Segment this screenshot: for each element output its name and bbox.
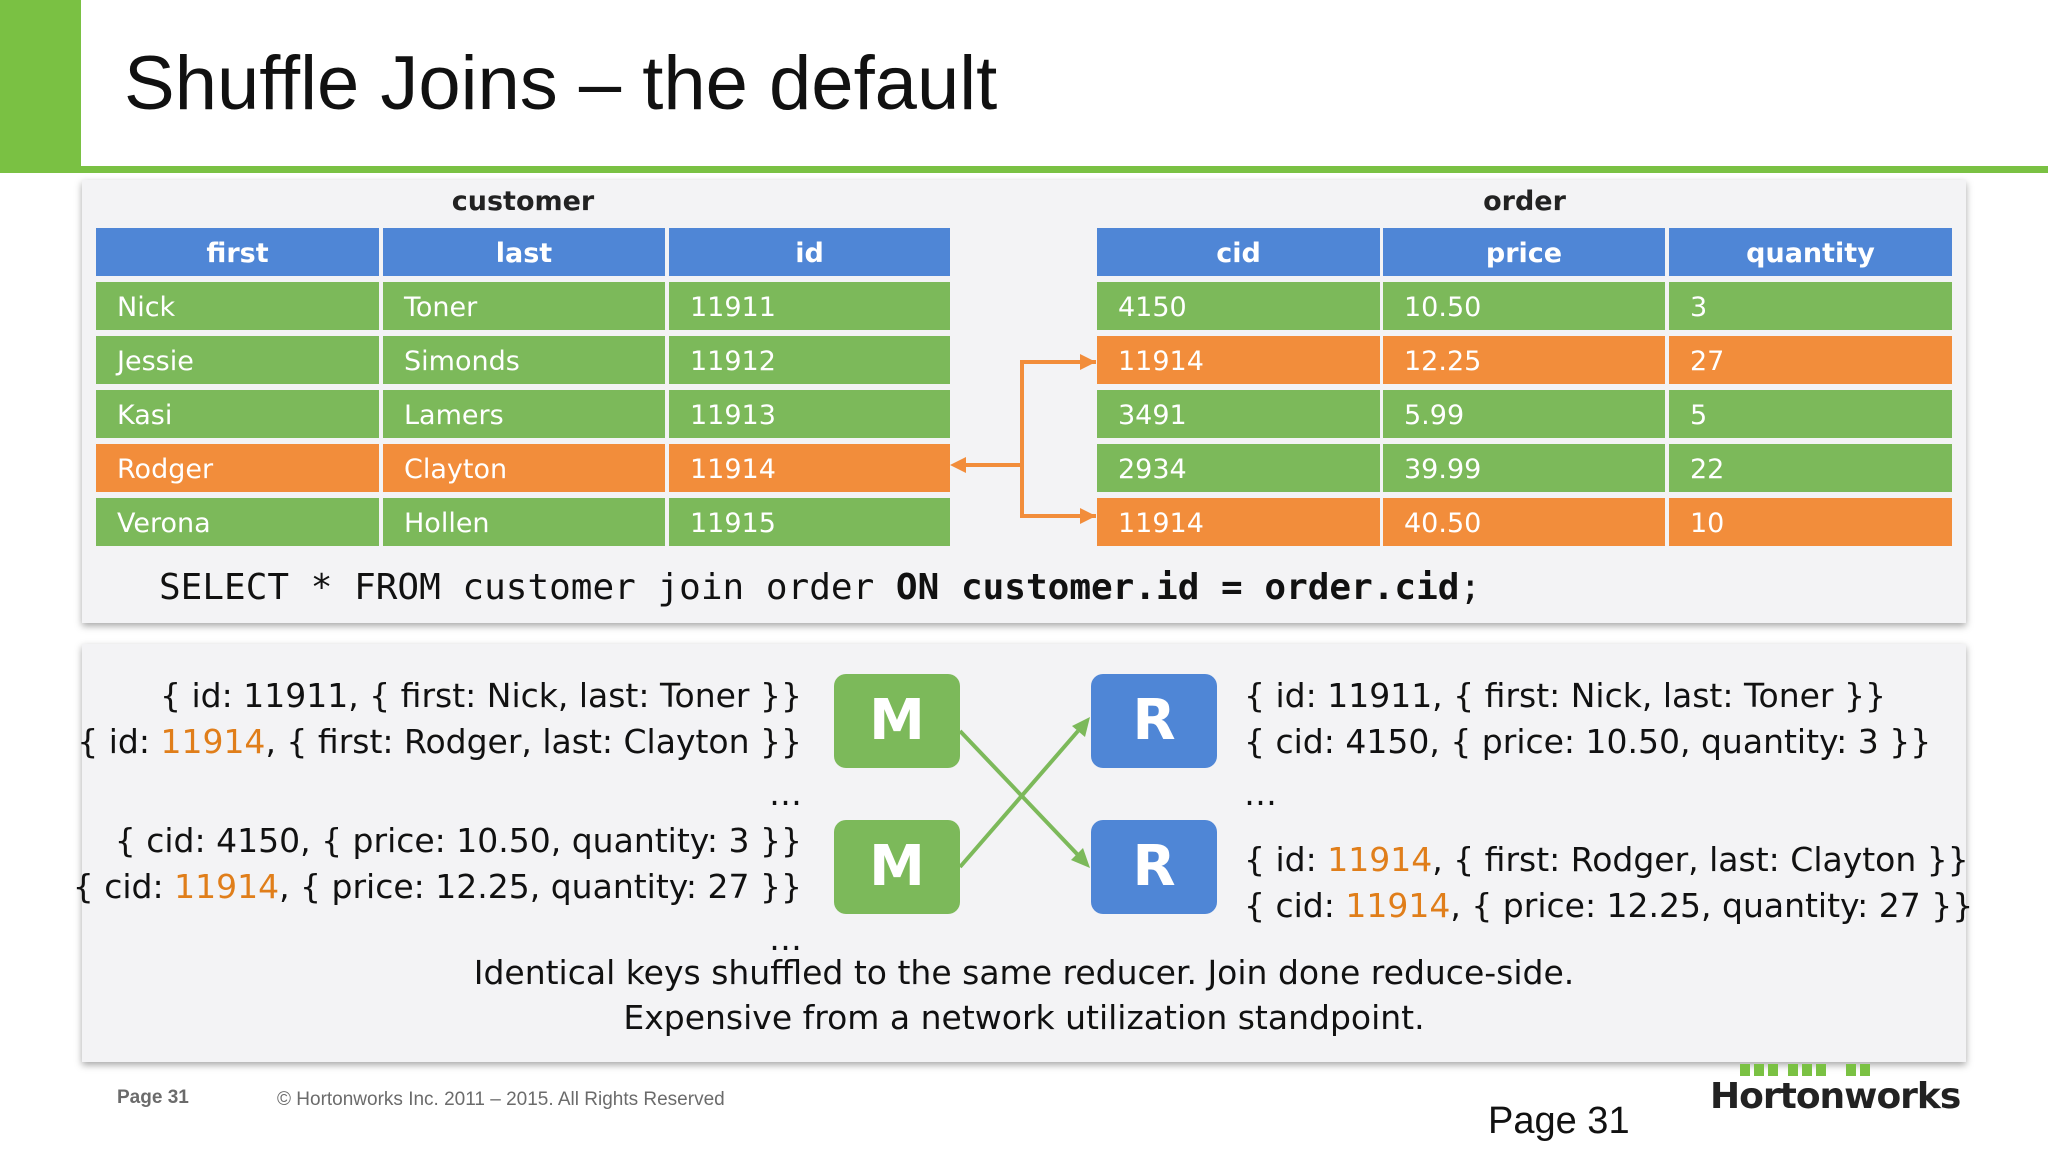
table-cell: 3 [1669,282,1952,330]
reducer-box: R [1091,820,1217,914]
record-text: { cid: [72,867,175,906]
column-header: id [669,228,950,276]
record-text: , { first: Rodger, last: Clayton }} [265,722,802,761]
table-cell: 11915 [669,498,950,546]
table-cell: 11914 [1097,336,1380,384]
sql-join-condition: customer.id = order.cid [939,567,1460,608]
reducer-record: { id: 11914, { first: Rodger, last: Clay… [1244,837,1969,883]
column-header: cid [1097,228,1380,276]
mapper-record: { id: 11911, { first: Nick, last: Toner … [160,676,802,715]
arrow-head-icon [1072,717,1090,737]
customer-table-title: customer [451,186,595,217]
table-cell: Hollen [383,498,665,546]
table-cell: Simonds [383,336,665,384]
record-text: , { price: 12.25, quantity: 27 }} [279,867,802,906]
join-key: 11914 [1327,840,1433,879]
sql-text: SELECT * FROM customer join order [159,567,896,608]
column-header: first [96,228,379,276]
sql-on-keyword: ON [895,567,940,608]
join-key: 11914 [1345,886,1451,925]
table-cell: 39.99 [1383,444,1665,492]
reducer-record: { cid: 4150, { price: 10.50, quantity: 3… [1244,722,1932,761]
record-text: { id: [77,722,161,761]
mapper-record: { cid: 11914, { price: 12.25, quantity: … [73,864,802,910]
table-cell: 5 [1669,390,1952,438]
table-cell: 27 [1669,336,1952,384]
table-cell: Nick [96,282,379,330]
record-text: , { first: Rodger, last: Clayton }} [1432,840,1969,879]
table-cell: 22 [1669,444,1952,492]
ellipsis: … [769,919,802,958]
mapper-box: M [834,820,960,914]
arrow-head-icon [1080,354,1096,370]
column-header: quantity [1669,228,1952,276]
mapreduce-panel [82,644,1966,1062]
table-cell: Jessie [96,336,379,384]
sql-semicolon: ; [1459,567,1482,608]
accent-block [0,0,81,173]
column-header: price [1383,228,1665,276]
table-cell: 2934 [1097,444,1380,492]
slide-title: Shuffle Joins – the default [124,41,998,126]
table-cell: Verona [96,498,379,546]
join-arrow-line [1020,360,1096,518]
table-cell: 5.99 [1383,390,1665,438]
table-cell: 11911 [669,282,950,330]
logo-text: Hortonworks [1710,1076,1961,1117]
logo-mark-icon [1740,1064,1870,1076]
table-cell: 12.25 [1383,336,1665,384]
mapper-record: { id: 11914, { first: Rodger, last: Clay… [77,719,802,765]
table-cell: 11913 [669,390,950,438]
table-cell: Kasi [96,390,379,438]
record-text: { id: [1244,840,1328,879]
sql-statement: SELECT * FROM customer join order ON cus… [159,567,1481,608]
shuffle-arrow-line [958,729,1080,869]
footer-copyright: © Hortonworks Inc. 2011 – 2015. All Righ… [277,1089,725,1110]
table-cell: 4150 [1097,282,1380,330]
join-key: 11914 [160,722,266,761]
table-cell: Toner [383,282,665,330]
hortonworks-logo: Hortonworks [1710,1054,1961,1117]
column-header: last [383,228,665,276]
join-key: 11914 [174,867,280,906]
arrow-head-icon [1080,508,1096,524]
table-cell: Clayton [383,444,665,492]
arrow-head-icon [1071,848,1090,868]
caption-line: Expensive from a network utilization sta… [623,998,1425,1037]
reducer-record: { cid: 11914, { price: 12.25, quantity: … [1244,883,1973,929]
table-cell: 3491 [1097,390,1380,438]
arrow-head-icon [950,457,966,473]
mapper-box: M [834,674,960,768]
reducer-box: R [1091,674,1217,768]
ellipsis: … [1244,774,1277,813]
table-cell: 40.50 [1383,498,1665,546]
ellipsis: … [769,774,802,813]
title-underline [81,166,2048,173]
reducer-record: { id: 11911, { first: Nick, last: Toner … [1244,676,1886,715]
table-cell: Rodger [96,444,379,492]
footer-page-number: Page 31 [117,1087,189,1108]
table-cell: 10 [1669,498,1952,546]
table-cell: 11914 [669,444,950,492]
table-cell: 11912 [669,336,950,384]
page-number: Page 31 [1488,1100,1630,1142]
table-cell: Lamers [383,390,665,438]
shuffle-arrow-line [958,729,1080,857]
table-cell: 11914 [1097,498,1380,546]
record-text: , { price: 12.25, quantity: 27 }} [1450,886,1974,925]
order-table-title: order [1483,186,1566,217]
table-cell: 10.50 [1383,282,1665,330]
caption-line: Identical keys shuffled to the same redu… [473,953,1575,992]
mapper-record: { cid: 4150, { price: 10.50, quantity: 3… [114,821,802,860]
record-text: { cid: [1244,886,1346,925]
